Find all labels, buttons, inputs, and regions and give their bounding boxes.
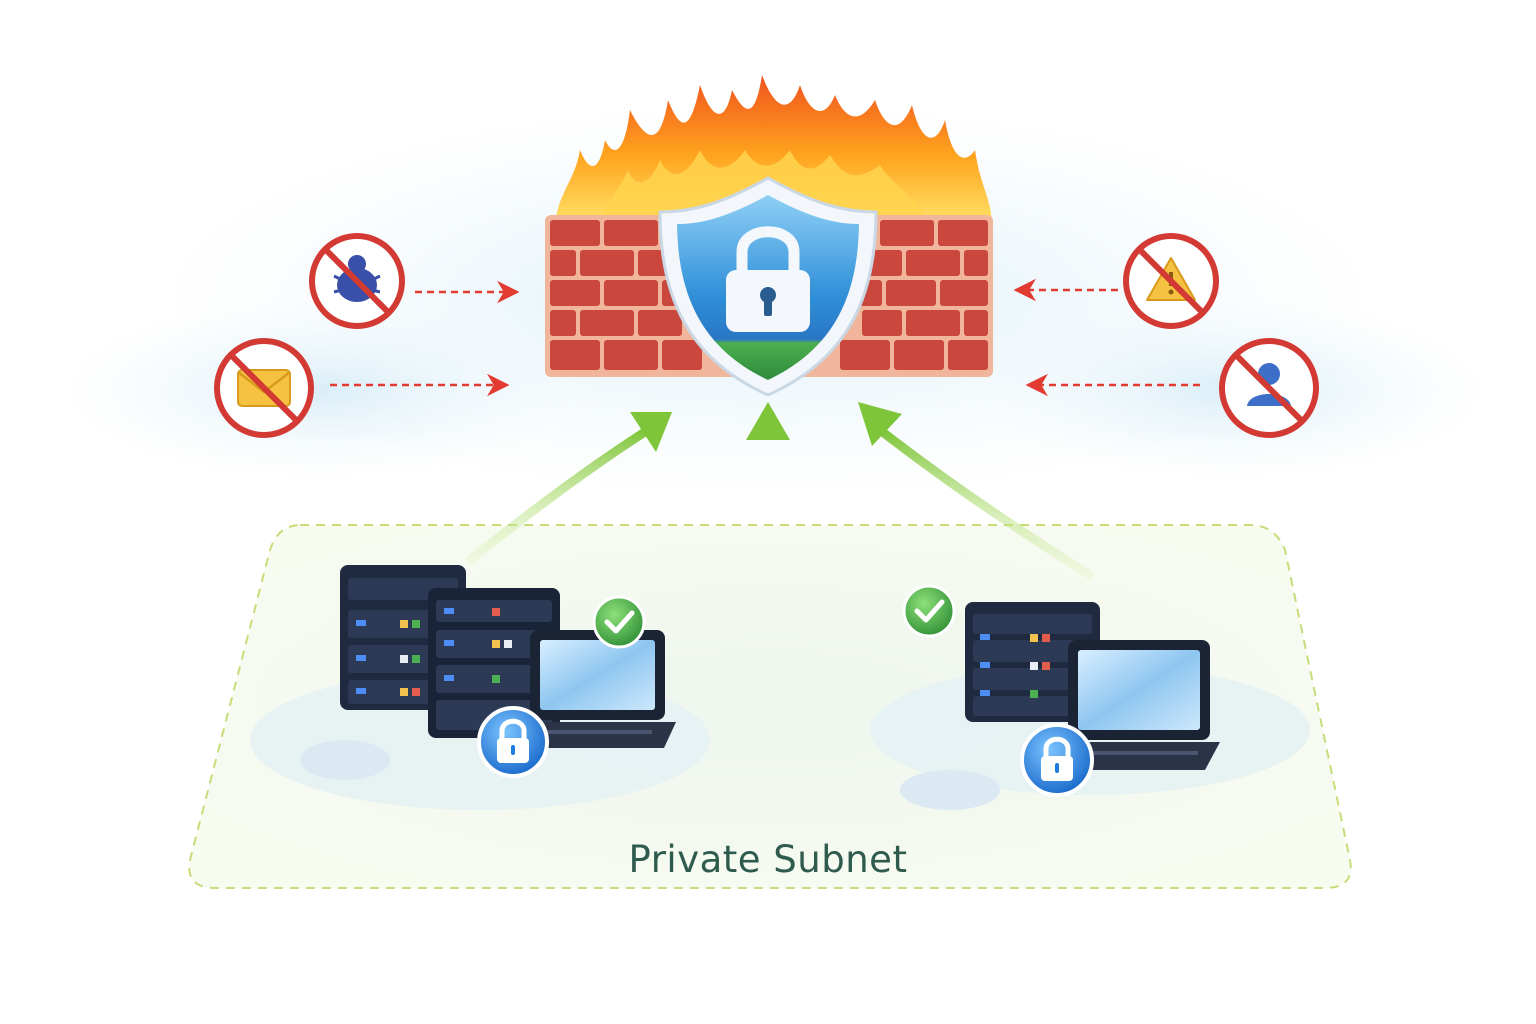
allowed-arrow-center <box>746 402 790 570</box>
server-rack-icon <box>965 602 1100 722</box>
subnet-group-left <box>340 565 676 778</box>
blocked-traffic-arrows <box>330 278 1200 397</box>
brick-pattern <box>550 220 988 370</box>
laptop-icon <box>1050 640 1220 770</box>
allowed-traffic-arrows <box>465 402 1095 580</box>
subnet-group-right <box>902 584 1220 797</box>
blocked-threat-email <box>214 338 314 438</box>
laptop-icon <box>516 630 676 748</box>
checkmark-icon <box>902 584 956 638</box>
blocked-threat-malware <box>309 233 405 329</box>
allowed-arrow-left <box>465 412 672 565</box>
firewall-icon <box>545 215 993 377</box>
padlock-icon <box>477 706 549 778</box>
checkmark-icon <box>592 595 646 649</box>
private-subnet-label: Private Subnet <box>628 838 908 881</box>
allowed-arrow-right <box>858 402 1095 580</box>
padlock-icon <box>1020 723 1094 797</box>
padlock-icon <box>726 226 810 332</box>
blocked-threat-warning <box>1123 233 1219 329</box>
padlock-shield-icon <box>658 176 878 397</box>
blocked-threat-intruder <box>1219 338 1319 438</box>
